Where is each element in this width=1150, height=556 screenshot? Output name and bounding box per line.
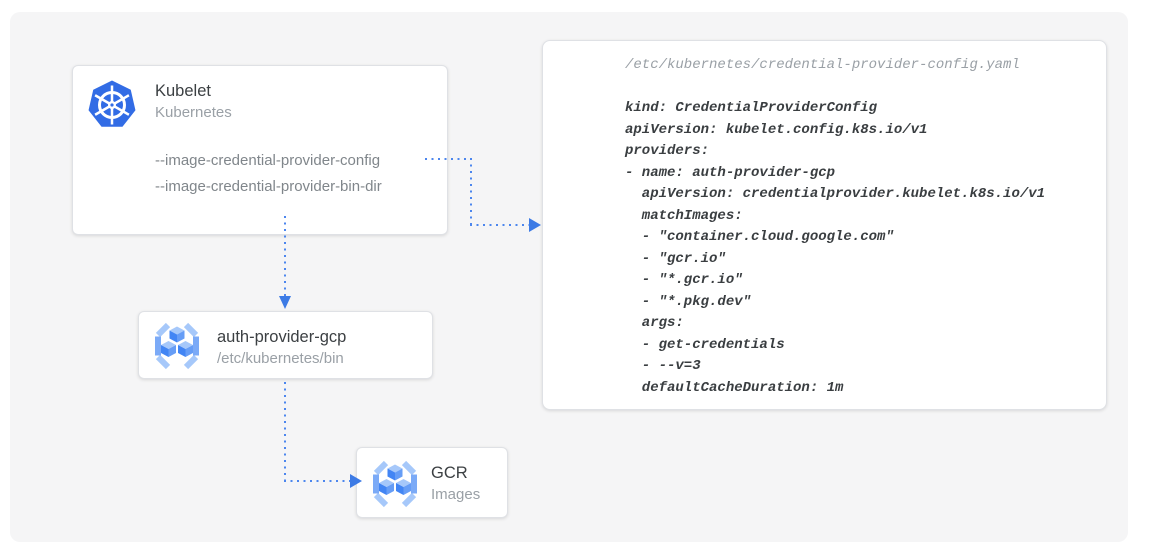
auth-provider-gcp-path: /etc/kubernetes/bin xyxy=(217,350,344,367)
kubernetes-icon xyxy=(88,80,136,127)
gcr-card-subtitle: Images xyxy=(431,486,481,503)
config-yaml-line: matchImages: xyxy=(625,207,743,224)
arrow-kubelet-to-auth-segment xyxy=(284,216,286,296)
config-yaml-line: apiVersion: kubelet.config.k8s.io/v1 xyxy=(625,121,928,138)
arrowhead-into-auth-provider xyxy=(279,296,291,309)
config-yaml-line: apiVersion: credentialprovider.kubelet.k… xyxy=(625,186,1046,202)
config-filename: /etc/kubernetes/credential-provider-conf… xyxy=(625,57,1020,73)
auth-provider-gcp-title: auth-provider-gcp xyxy=(217,328,347,346)
kubelet-flag: --image-credential-provider-bin-dir xyxy=(155,178,382,195)
arrow-config-to-yaml-segment xyxy=(425,158,471,160)
config-yaml-line: - get-credentials xyxy=(625,336,785,353)
config-yaml-line: - "*.pkg.dev" xyxy=(625,293,752,310)
config-yaml-line: defaultCacheDuration: 1m xyxy=(625,379,844,396)
config-yaml-line: args: xyxy=(625,315,684,331)
arrow-config-to-yaml-segment xyxy=(470,224,530,226)
auth-provider-gcp-card: auth-provider-gcp /etc/kubernetes/bin xyxy=(138,311,433,379)
gcr-card-title: GCR xyxy=(431,464,468,482)
arrow-auth-to-gcr-segment xyxy=(284,480,351,482)
config-yaml-line: - --v=3 xyxy=(625,358,701,374)
kubelet-card: Kubelet Kubernetes --image-credential-pr… xyxy=(72,65,448,235)
config-yaml-line: kind: CredentialProviderConfig xyxy=(625,100,878,116)
config-yaml-code: kind: CredentialProviderConfig apiVersion… xyxy=(625,98,1045,399)
kubelet-card-subtitle: Kubernetes xyxy=(155,104,232,121)
credential-provider-config-panel: /etc/kubernetes/credential-provider-conf… xyxy=(542,40,1107,410)
container-registry-icon xyxy=(373,460,417,508)
container-registry-icon xyxy=(155,322,199,370)
config-yaml-line: - "gcr.io" xyxy=(625,250,726,267)
kubelet-flag: --image-credential-provider-config xyxy=(155,152,381,169)
kubelet-card-title: Kubelet xyxy=(155,82,211,100)
arrowhead-into-gcr xyxy=(350,474,362,488)
config-yaml-line: providers: xyxy=(625,143,710,159)
config-yaml-line: - "*.gcr.io" xyxy=(625,272,743,288)
arrow-config-to-yaml-segment xyxy=(470,158,472,226)
arrow-auth-to-gcr-segment xyxy=(284,382,286,482)
config-yaml-line: - "container.cloud.google.com" xyxy=(625,229,894,245)
gcr-card: GCR Images xyxy=(356,447,508,518)
arrowhead-into-yaml-panel xyxy=(529,218,541,232)
kubelet-flags: --image-credential-provider-config --imag… xyxy=(155,148,382,200)
config-yaml-line: - name: auth-provider-gcp xyxy=(625,164,836,181)
